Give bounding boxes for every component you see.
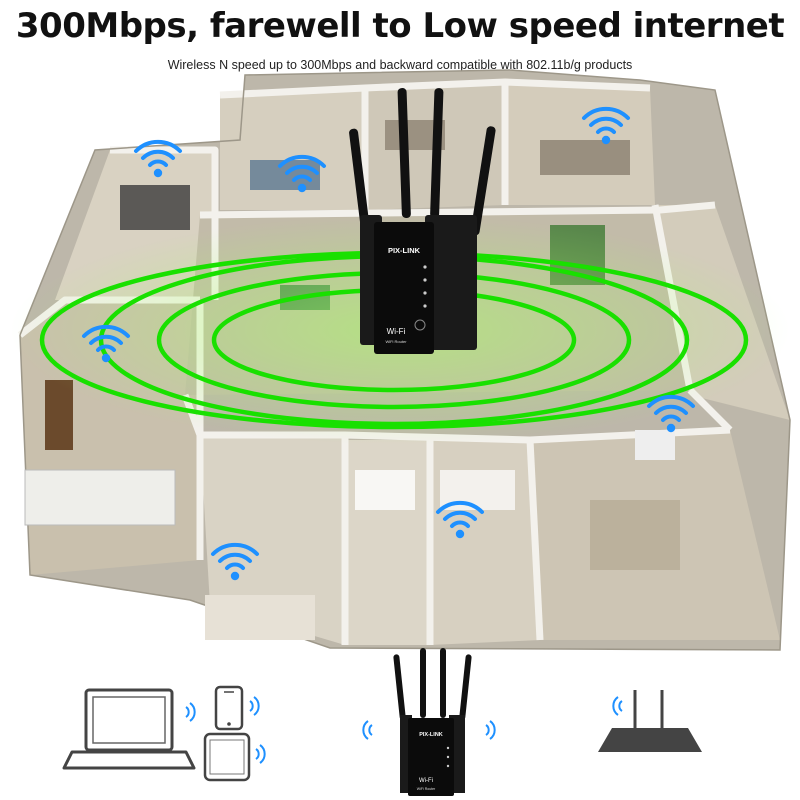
wifi-waves-icon <box>185 702 196 722</box>
headline: 300Mbps, farewell to Low speed internet <box>15 6 785 46</box>
router-brand: PIX-LINK <box>388 246 421 255</box>
router-wifi-logo: Wi-Fi <box>387 327 406 336</box>
wifi-waves-icon <box>485 720 496 740</box>
router-illustration: PIX-LINK Wi-Fi WiFi Router <box>349 88 496 354</box>
wifi-waves-icon <box>255 744 266 764</box>
router-icon: PIX-LINK Wi-Fi WiFi Router <box>393 648 472 796</box>
access-point-icon <box>598 690 702 752</box>
subheadline: Wireless N speed up to 300Mbps and backw… <box>167 58 633 72</box>
wifi-waves-icon <box>362 720 373 740</box>
phone-icon <box>214 685 244 731</box>
router-icon-model: WiFi Router <box>417 787 436 791</box>
router-model: WiFi Router <box>385 339 407 344</box>
wifi-waves-icon <box>249 696 260 716</box>
router-icon-wifi-logo: Wi-Fi <box>419 778 433 784</box>
laptop-icon <box>62 688 196 770</box>
router-icon-brand: PIX-LINK <box>419 732 443 738</box>
tablet-icon <box>203 732 251 782</box>
